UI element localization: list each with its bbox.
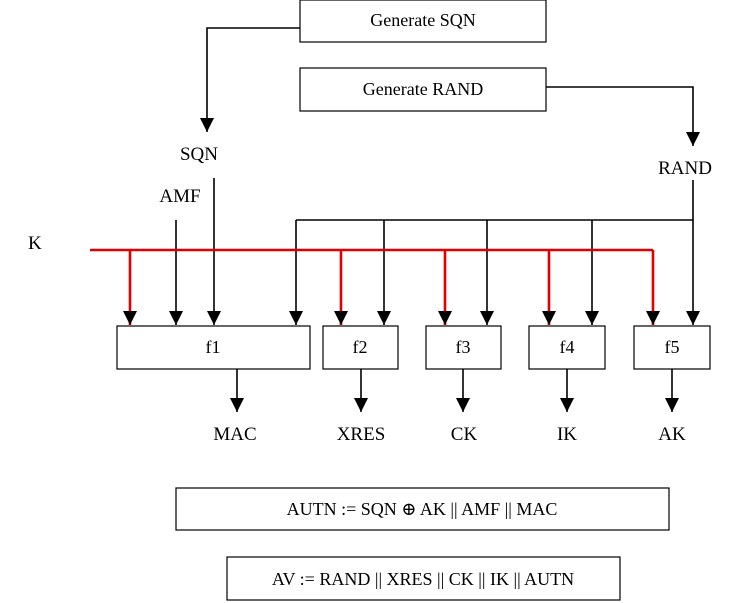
f3-label: f3: [456, 337, 471, 357]
generate-sqn-label: Generate SQN: [370, 10, 475, 30]
f1-label: f1: [206, 337, 221, 357]
f4-label: f4: [560, 337, 575, 357]
f2-box: f2: [322, 325, 399, 370]
av-formula-box: AV := RAND || XRES || CK || IK || AUTN: [226, 556, 621, 601]
f1-box: f1: [116, 325, 311, 370]
rand-generator-wire: [546, 86, 700, 146]
f3-box: f3: [425, 325, 502, 370]
f5-box: f5: [633, 325, 711, 370]
mac-output-label: MAC: [213, 424, 256, 445]
generate-sqn-box: Generate SQN: [299, 0, 547, 43]
generate-rand-box: Generate RAND: [299, 67, 547, 112]
generate-rand-label: Generate RAND: [363, 79, 483, 99]
amf-input-label: AMF: [159, 186, 200, 207]
sqn-input-label: SQN: [180, 144, 218, 165]
f2-label: f2: [353, 337, 368, 357]
xres-output-label: XRES: [337, 424, 386, 445]
k-input-label: K: [28, 233, 42, 254]
f5-label: f5: [665, 337, 680, 357]
autn-formula: AUTN := SQN ⊕ AK || AMF || MAC: [287, 499, 558, 519]
ck-output-label: CK: [451, 424, 478, 445]
ak-output-label: AK: [658, 424, 686, 445]
rand-input-label: RAND: [658, 158, 712, 179]
ik-output-label: IK: [557, 424, 577, 445]
rand-bus: [296, 180, 694, 221]
f4-box: f4: [528, 325, 606, 370]
autn-formula-box: AUTN := SQN ⊕ AK || AMF || MAC: [175, 487, 670, 531]
sqn-generator-wire: [200, 27, 300, 132]
av-formula: AV := RAND || XRES || CK || IK || AUTN: [272, 569, 574, 589]
